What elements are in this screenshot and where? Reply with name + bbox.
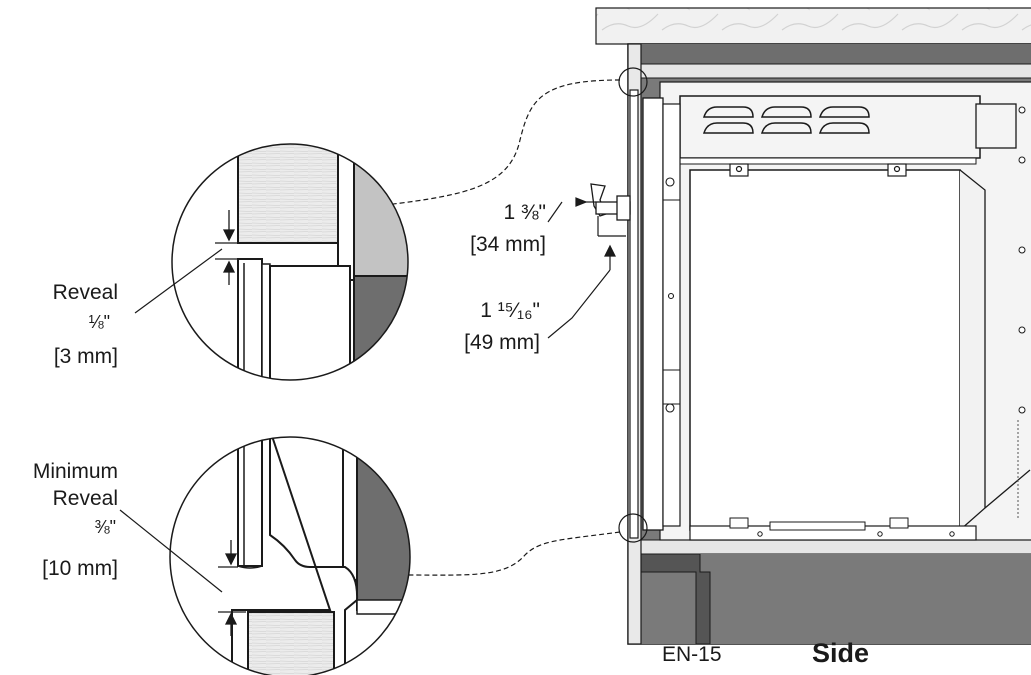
leader-bottom	[404, 531, 621, 576]
minimum-reveal-label-line1: Minimum	[32, 460, 118, 483]
detail-marker-top	[618, 67, 648, 97]
oven-side-view-icon	[590, 7, 1031, 645]
handle-depth-inches: 1 ⅜"	[503, 201, 546, 224]
door-offset-metric: [49 mm]	[464, 331, 540, 354]
minimum-reveal-fraction: ⅜"	[94, 517, 116, 537]
min-reveal-leader	[119, 509, 223, 593]
leader-top	[384, 79, 621, 206]
door-offset-inches: 1 ¹⁵⁄₁₆"	[480, 299, 540, 322]
reveal-leader	[134, 248, 223, 314]
reveal-metric: [3 mm]	[53, 345, 118, 368]
view-title: Side	[812, 638, 870, 668]
minimum-reveal-metric: [10 mm]	[42, 557, 118, 580]
handle-depth-metric: [34 mm]	[470, 233, 546, 256]
countertop-icon	[595, 7, 1031, 45]
reveal-fraction: ⅛"	[88, 312, 110, 332]
page-code: EN-15	[662, 643, 722, 666]
door-handle-icon	[590, 183, 631, 221]
detail-circle-top-icon	[171, 143, 409, 381]
reveal-label: Reveal	[52, 281, 118, 304]
handle-dimensions	[547, 197, 626, 339]
detail-marker-bottom	[618, 513, 648, 543]
minimum-reveal-label-line2: Reveal	[52, 487, 118, 510]
detail-circle-bottom-icon	[169, 436, 411, 675]
